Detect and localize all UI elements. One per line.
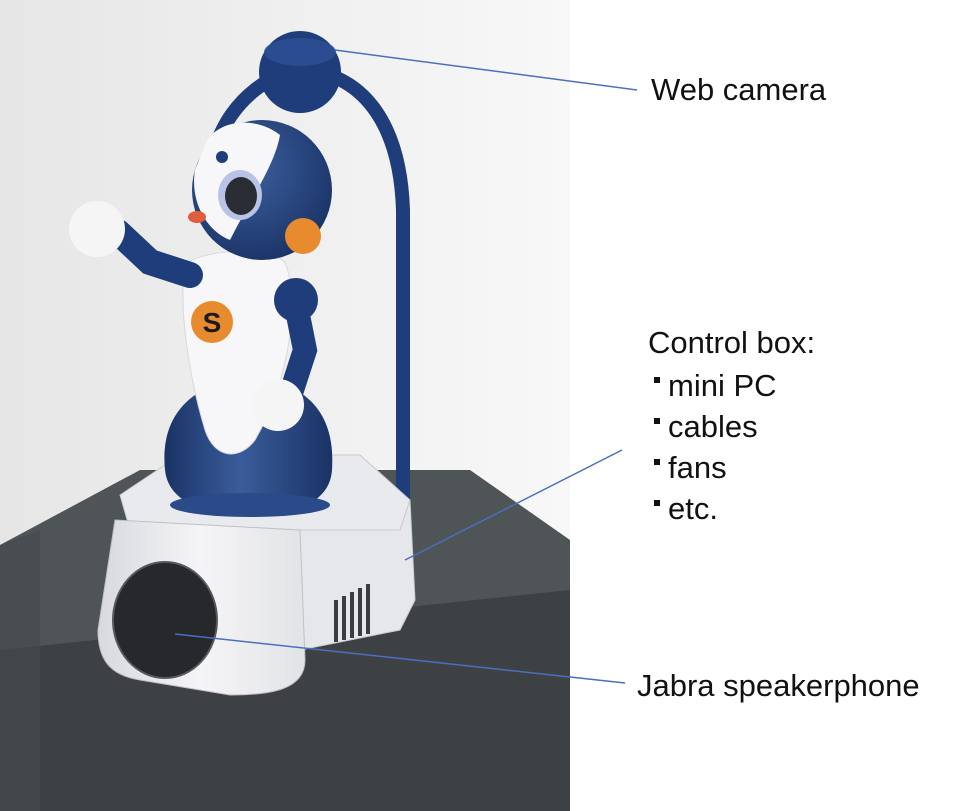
robot-base-ring — [170, 493, 330, 517]
robot-forehead-dot — [216, 151, 228, 163]
table-side-shade — [0, 530, 40, 811]
speakerphone-rim — [112, 561, 218, 679]
robot-eye-lens — [225, 177, 257, 215]
control-box-item-label: mini PC — [668, 368, 777, 403]
control-box-item-etc: etc. — [654, 491, 718, 527]
leader-web-camera — [334, 49, 638, 91]
control-box-item-label: etc. — [668, 491, 718, 526]
label-web-camera: Web camera — [651, 72, 827, 107]
robot-mouth — [188, 211, 206, 223]
bullet-mark — [654, 499, 660, 506]
control-box-item-label: fans — [668, 450, 727, 485]
label-jabra-speakerphone: Jabra speakerphone — [637, 668, 920, 703]
vent-slots — [334, 584, 370, 642]
control-box-item-cables: cables — [654, 409, 758, 445]
bullet-mark — [654, 417, 660, 424]
web-camera-highlight — [264, 38, 336, 66]
bullet-mark — [654, 376, 660, 383]
s-logo-letter: S — [203, 307, 222, 338]
bullet-mark — [654, 458, 660, 465]
label-control-box-title: Control box: — [648, 325, 816, 360]
robot-right-arm — [280, 303, 318, 402]
robot-left-hand — [69, 201, 125, 257]
leader-control-box — [404, 449, 623, 561]
leader-speakerphone — [174, 633, 626, 684]
control-box-item-fans: fans — [654, 450, 727, 486]
control-box-item-mini-pc: mini PC — [654, 368, 777, 404]
robot-ear — [285, 218, 321, 254]
control-box-item-label: cables — [668, 409, 758, 444]
robot-left-arm — [105, 219, 203, 288]
s-logo-badge — [191, 301, 233, 343]
robot-right-hand — [252, 379, 304, 431]
speakerphone-device — [113, 562, 217, 678]
